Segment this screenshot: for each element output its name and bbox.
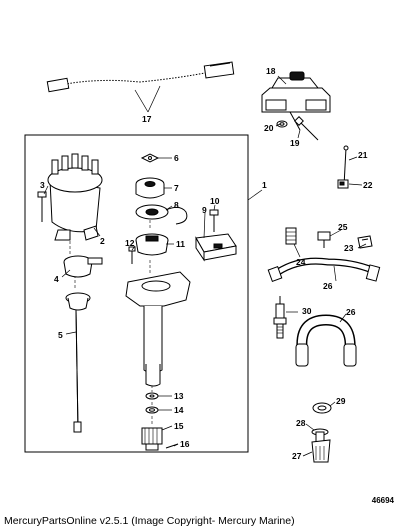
callout-26-lower: 26 [346, 307, 356, 317]
callout-17: 17 [142, 114, 152, 124]
callout-27: 27 [292, 451, 302, 461]
callout-22: 22 [363, 180, 373, 190]
cap-screw-part [37, 191, 47, 222]
pole-screw-part [128, 246, 136, 264]
callout-21: 21 [358, 150, 368, 160]
callout-16: 16 [180, 439, 190, 449]
pole-piece-part [135, 233, 169, 256]
pickup-coil-part [135, 204, 188, 225]
retainer-clip-part [140, 153, 160, 163]
distributor-shaft-part [65, 292, 91, 433]
washer-14-part [145, 406, 159, 414]
callout-9: 9 [202, 205, 207, 215]
connector-24-part [285, 227, 297, 245]
spark-plug-boot-26-lower [295, 314, 357, 367]
callout-2: 2 [100, 236, 105, 246]
callout-labels: 1 2 3 4 5 6 7 8 9 10 11 12 13 14 15 16 1… [40, 66, 373, 461]
callout-15: 15 [174, 421, 184, 431]
terminal-25-part [317, 231, 331, 248]
callout-30: 30 [302, 306, 312, 316]
drive-gear-part [141, 427, 163, 451]
distributor-cap-part [47, 153, 103, 241]
callout-12: 12 [125, 238, 135, 248]
coil-washer-part [276, 120, 288, 128]
distributor-assembly-frame [24, 134, 249, 453]
callout-10: 10 [210, 196, 220, 206]
leader-lines [43, 75, 367, 457]
ignition-coil-part [261, 71, 331, 131]
sensor-28-part [311, 428, 329, 443]
reluctor-part [135, 177, 165, 199]
callout-4: 4 [54, 274, 59, 284]
callout-28: 28 [296, 418, 306, 428]
callout-29: 29 [336, 396, 346, 406]
callout-20: 20 [264, 123, 274, 133]
clip-23-part [357, 235, 373, 249]
callout-14: 14 [174, 405, 184, 415]
copyright-footer: MercuryPartsOnline v2.5.1 (Image Copyrig… [4, 515, 295, 527]
callout-18: 18 [266, 66, 276, 76]
wire-harness-part [46, 61, 235, 113]
callout-13: 13 [174, 391, 184, 401]
callout-3: 3 [40, 180, 45, 190]
clip-22-part [337, 179, 349, 189]
callout-26-upper: 26 [323, 281, 333, 291]
image-id-label: 46694 [371, 496, 394, 505]
bracket-27-part [311, 439, 331, 463]
module-screw-part [209, 209, 219, 232]
callout-25: 25 [338, 222, 348, 232]
spark-plug-30-part [273, 296, 287, 339]
callout-23: 23 [344, 243, 354, 253]
washer-13-part [145, 392, 159, 400]
spark-plug-wire-26-upper [267, 257, 381, 282]
ignition-module-part [195, 233, 237, 262]
callout-11: 11 [176, 239, 185, 249]
callout-8: 8 [174, 200, 179, 210]
grommet-29-part [312, 402, 332, 414]
callout-24: 24 [296, 257, 306, 267]
callout-19: 19 [290, 138, 300, 148]
coil-bolt-part [294, 116, 319, 141]
callout-5: 5 [58, 330, 63, 340]
callout-1: 1 [262, 180, 267, 190]
rotor-part [63, 255, 103, 278]
callout-7: 7 [174, 183, 179, 193]
distributor-housing-part [125, 271, 191, 387]
callout-6: 6 [174, 153, 179, 163]
